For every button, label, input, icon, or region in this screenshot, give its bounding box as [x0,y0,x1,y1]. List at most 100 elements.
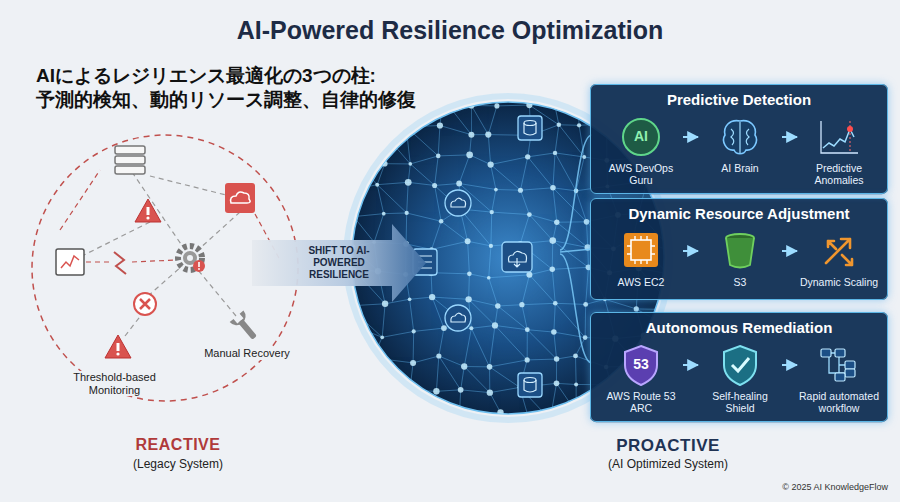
ai-sphere [553,241,589,268]
ai-sphere [410,297,433,299]
title: AI-Powered Resilience Optimization [0,16,900,45]
legacy-network [134,293,156,315]
ai-sphere [381,130,410,164]
legacy-network [132,172,185,250]
ai-sphere [346,303,351,308]
ai-sphere [526,102,532,108]
ai-sphere [605,299,636,309]
panel-fill [590,312,888,422]
ai-sphere [489,244,493,248]
ai-sphere [555,125,559,153]
ai-sphere [520,190,529,214]
ai-sphere [379,128,383,132]
shield-icon [732,358,749,371]
ai-sphere [560,135,592,363]
ai-sphere [345,415,378,419]
ai-sphere [492,190,496,213]
ai-sphere [412,329,416,333]
ai-sphere [573,353,578,358]
ai-sphere [469,274,488,278]
ai-sphere [468,241,470,274]
ai-sphere [464,366,489,367]
ai-sphere [525,327,530,332]
ec2-icon [631,240,651,260]
ai-sphere [552,241,553,270]
service-item: AI Brain [700,115,780,174]
ai-sphere [492,212,530,214]
panel-heading: Autonomous Remediation [591,313,887,336]
ai-sphere [408,422,432,425]
legacy-network [230,311,262,344]
ai-sphere [406,127,438,156]
ai-sphere [432,424,459,425]
legacy-network [225,183,255,213]
ai-sphere [490,367,520,387]
ai-sphere [575,356,577,385]
legacy-network [56,249,84,275]
icon: AI [601,115,681,159]
ai-sphere [413,116,542,397]
ai-sphere [352,326,353,361]
ai-sphere [384,212,407,214]
ai-sphere [550,267,555,272]
ai-sphere [494,188,498,192]
ai-sphere [439,219,444,224]
ai-sphere [456,181,462,187]
ai-sphere [374,214,384,243]
ai-sphere [380,390,408,422]
ai-sphere [342,417,347,422]
ec2-icon [624,233,658,267]
icon [601,229,681,273]
flow-arrow [683,136,698,138]
ai-sphere [497,105,529,107]
item-label: Predictive Anomalies [799,162,879,186]
pillar-panel: Autonomous Remediation53AWS Route 53 ARC… [590,312,888,422]
arrow-text: SHIFT TO AI-POWERED RESILIENCE [294,245,384,281]
ai-sphere [576,101,580,105]
ai-sphere [469,299,495,325]
legacy-network [125,314,142,336]
subtitle: AIによるレジリエンス最適化の3つの柱: 予測的検知、動的リソース調整、自律的修… [36,64,476,113]
ai-sphere [373,358,410,390]
ai-sphere [410,299,414,331]
ai-sphere [378,390,380,415]
ai-sphere [487,364,493,370]
ai-sphere [557,383,577,384]
shift-arrow [252,224,426,302]
ai-sphere [471,325,495,328]
legacy-network [56,249,84,275]
ai-sphere [413,356,439,363]
icon-text: AI [601,128,681,144]
ai-sphere [380,390,410,391]
ai-sphere [373,358,413,363]
ai-sphere [520,157,527,190]
icon: 53 [601,343,681,387]
ai-sphere [440,95,446,101]
ai-sphere [429,422,435,428]
ai-sphere [636,308,675,310]
ai-sphere [489,246,491,278]
panel-fill [590,198,888,300]
ai-sphere [432,391,436,425]
ai-sphere [527,330,556,359]
ai-sphere [522,303,555,304]
flow-icon [821,349,831,357]
ai-sphere [553,153,555,188]
item-label: S3 [700,276,780,288]
shift-arrow-label: SHIFT TO AI-POWERED RESILIENCE [292,243,386,283]
ai-sphere [378,415,408,422]
icon [700,229,780,273]
ai-sphere [353,158,385,163]
ai-sphere [459,155,470,184]
flow-arrow [683,364,698,366]
ai-sphere [578,103,579,125]
legacy-network [134,293,156,315]
ai-sphere [553,188,557,222]
ai-sphere [356,394,378,414]
legacy-network [60,170,280,262]
service-item: Predictive Anomalies [799,115,879,186]
ai-sphere [525,154,530,159]
ai-sphere [471,105,497,106]
ai-sphere [518,116,542,140]
ai-sphere [553,241,588,248]
